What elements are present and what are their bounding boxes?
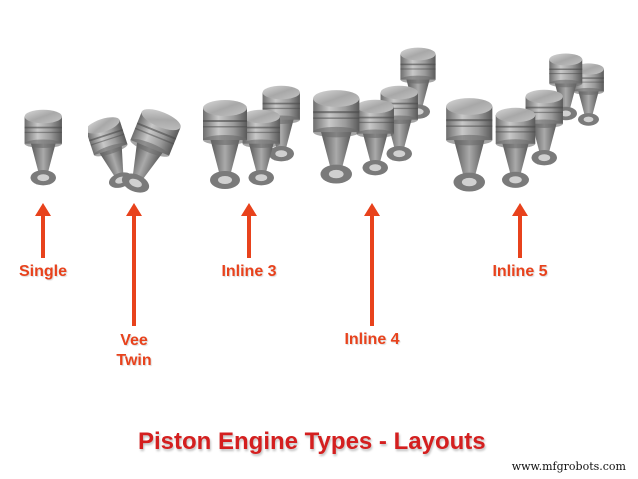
inline-5-arrow bbox=[512, 203, 528, 258]
single-label: Single bbox=[19, 262, 67, 282]
vee-twin-piston-illustration bbox=[84, 100, 188, 205]
inline-4-label: Inline 4 bbox=[344, 330, 399, 350]
inline-4-arrow bbox=[364, 203, 380, 326]
diagram-title: Piston Engine Types - Layouts bbox=[138, 428, 486, 455]
inline-3-label: Inline 3 bbox=[221, 262, 276, 282]
vee-twin-arrow bbox=[126, 203, 142, 326]
inline-3-arrow bbox=[241, 203, 257, 258]
label-line: Inline 5 bbox=[492, 263, 548, 280]
single-arrow bbox=[35, 203, 51, 258]
inline-5-piston-illustration bbox=[443, 52, 613, 205]
label-line: Vee bbox=[120, 332, 148, 349]
label-line: Single bbox=[18, 263, 68, 280]
label-line: Twin bbox=[116, 352, 152, 369]
single-piston-illustration bbox=[22, 108, 72, 208]
inline-5-label: Inline 5 bbox=[492, 262, 547, 282]
label-line: Inline 4 bbox=[344, 331, 400, 348]
label-line: Inline 3 bbox=[221, 263, 277, 280]
watermark: www.mfgrobots.com bbox=[511, 460, 626, 473]
inline-3-piston-illustration bbox=[200, 84, 305, 201]
inline-4-piston-illustration bbox=[310, 46, 445, 201]
